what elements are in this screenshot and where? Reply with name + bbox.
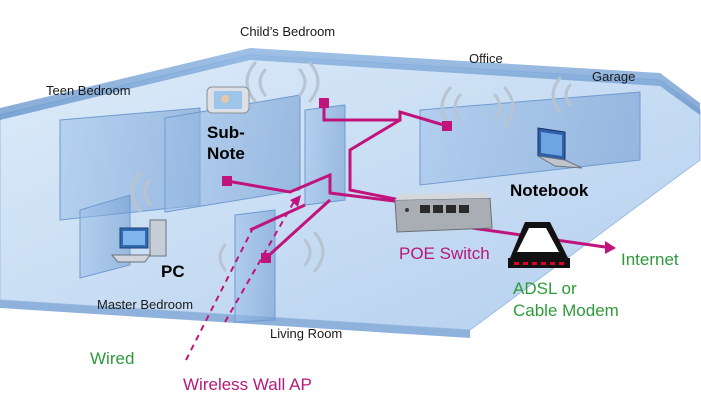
label-internet: Internet	[621, 250, 679, 269]
label-notebook: Notebook	[510, 181, 589, 200]
label-garage: Garage	[592, 69, 636, 84]
wifi-signal-icons	[130, 61, 572, 273]
label-poe-switch: POE Switch	[399, 244, 490, 263]
notebook-icon	[537, 127, 583, 169]
label-master-bedroom: Master Bedroom	[97, 297, 194, 312]
label-living-room: Living Room	[270, 326, 343, 341]
label-teen-bedroom: Teen Bedroom	[46, 83, 131, 98]
wired-dashed-links	[185, 199, 296, 361]
partition-wall-middle	[164, 94, 301, 213]
label-pc: PC	[161, 262, 185, 281]
dashed-link-arrow	[290, 195, 301, 207]
label-subnote: Sub- Note	[207, 123, 245, 163]
back-wall-left	[0, 48, 250, 120]
partition-wall-front	[234, 209, 276, 323]
label-wired: Wired	[90, 349, 135, 368]
modem-icon	[508, 222, 570, 268]
internet-arrow	[605, 241, 616, 254]
subnote-icon	[206, 86, 250, 114]
label-modem: ADSL or Cable Modem	[513, 279, 619, 320]
wall-outlets	[222, 98, 452, 263]
back-wall-right	[250, 48, 700, 115]
poe-switch-icon	[394, 193, 493, 233]
pc-icon	[110, 219, 167, 263]
ethernet-cabling	[226, 103, 606, 260]
label-office: Office	[469, 51, 503, 66]
label-childs-bedroom: Child’s Bedroom	[240, 24, 336, 39]
label-wireless-wall-ap: Wireless Wall AP	[183, 375, 312, 394]
